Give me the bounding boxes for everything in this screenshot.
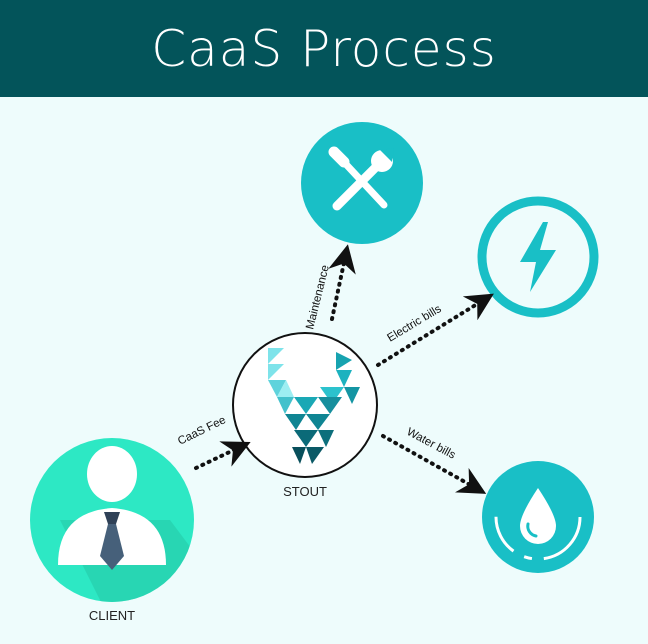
lightning-icon <box>520 222 556 292</box>
edge-label-water-bills: Water bills <box>405 426 458 462</box>
stout-logo <box>268 348 360 464</box>
tools-icon <box>328 146 394 211</box>
maintenance-node <box>301 122 423 244</box>
client-node: CLIENT <box>30 438 194 623</box>
page-title: CaaS Process <box>151 19 497 78</box>
stout-node: STOUT <box>232 332 378 499</box>
water-drop-icon <box>494 473 582 561</box>
edge-electric: Electric bills <box>376 293 494 367</box>
electric-node <box>477 196 599 318</box>
user-icon <box>58 446 194 602</box>
edge-label-electric-bills: Electric bills <box>385 303 443 345</box>
water-node <box>482 461 594 573</box>
edge-caas-fee: CaaS Fee <box>176 414 251 470</box>
edge-label-maintenance: Maintenance <box>304 264 332 331</box>
client-label: CLIENT <box>89 608 135 623</box>
edge-label-caas-fee: CaaS Fee <box>176 414 228 447</box>
stout-label: STOUT <box>283 484 327 499</box>
edge-maintenance: Maintenance <box>304 244 356 331</box>
edge-water: Water bills <box>381 426 487 494</box>
header-banner: CaaS Process <box>0 0 648 97</box>
